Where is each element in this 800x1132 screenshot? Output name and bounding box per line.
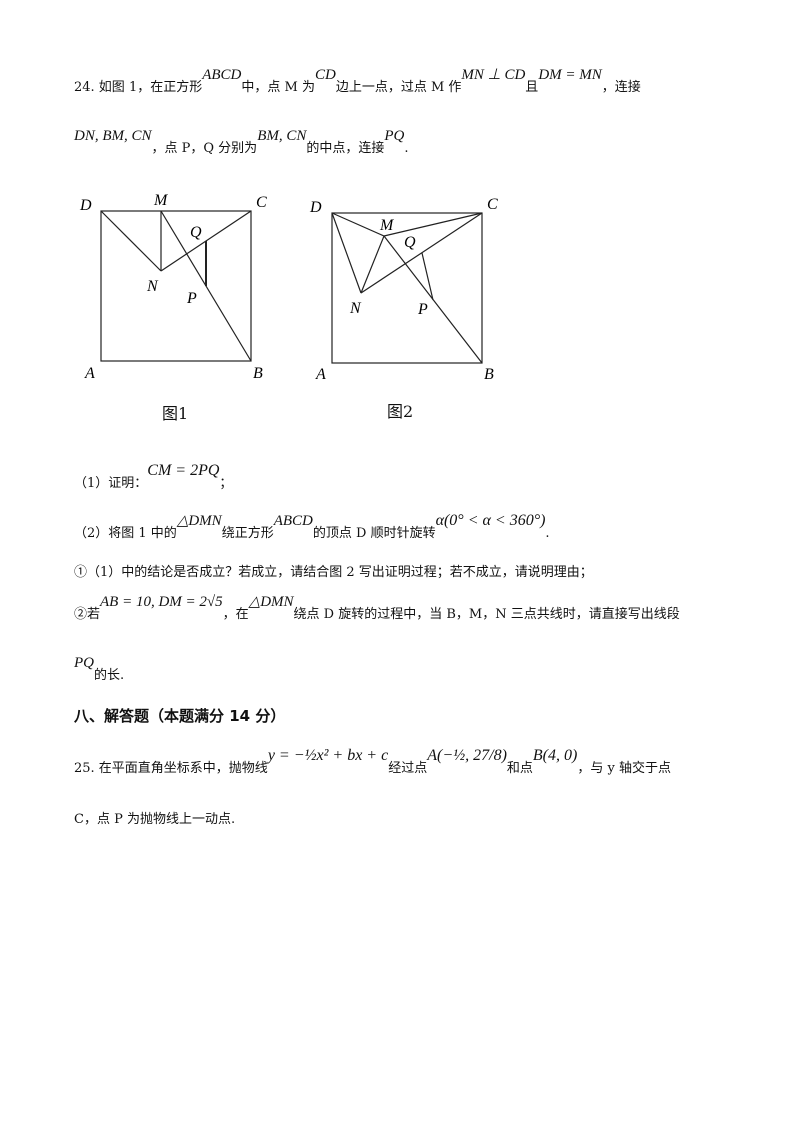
label-d: D: [309, 199, 322, 216]
math-expr: DN, BM, CN: [74, 128, 152, 144]
segment-dm: [331, 212, 385, 237]
math-expr: PQ: [74, 655, 94, 671]
segment-mn: [360, 235, 385, 294]
part-text: ；: [219, 476, 233, 491]
label-p: P: [417, 301, 428, 318]
math-expr: y = −½x² + bx + c: [267, 747, 389, 764]
label-a: A: [84, 365, 95, 382]
q24-text: 且: [525, 80, 539, 95]
q24-text: .: [404, 141, 409, 156]
q25-line2: C，点 P 为抛物线上一动点.: [74, 812, 236, 827]
figure-2-caption: 图2: [387, 402, 414, 421]
q24-line1: 24. 如图 1，在正方形ABCD中，点 M 为CD边上一点，过点 M 作MN …: [74, 67, 641, 96]
math-expr: MN ⊥ CD: [461, 67, 526, 83]
part-text: .: [545, 526, 550, 541]
label-d: D: [79, 197, 92, 214]
label-c: C: [487, 196, 498, 213]
figure-1-caption: 图1: [162, 404, 189, 423]
q24-text: ，连接: [601, 80, 641, 95]
part-text: （2）将图 1 中的: [74, 526, 177, 541]
square-abcd: [100, 210, 252, 362]
q25-text: 经过点: [388, 761, 428, 776]
math-expr: CM = 2PQ: [147, 462, 220, 479]
part-text: 的顶点 D 顺时针旋转: [312, 526, 436, 541]
part-text: ，在: [222, 607, 249, 622]
segment-pq: [421, 252, 434, 301]
q24-text: ，点 P，Q 分别为: [151, 141, 258, 156]
segment-dn: [331, 212, 362, 294]
segment-cn: [360, 212, 483, 294]
label-b: B: [253, 365, 263, 382]
math-expr: ABCD: [202, 67, 242, 83]
q24-text: 中，点 M 为: [241, 80, 315, 95]
q24-part1: （1）证明：CM = 2PQ；: [74, 462, 233, 492]
label-n: N: [349, 300, 362, 317]
q25-text: 25. 在平面直角坐标系中，抛物线: [74, 761, 268, 776]
label-b: B: [484, 366, 494, 383]
math-expr: AB = 10, DM = 2√5: [100, 594, 223, 610]
math-expr: PQ: [384, 128, 405, 144]
q24-sub2-cont: PQ的长.: [74, 655, 125, 684]
part-text: 绕点 D 旋转的过程中，当 B，M，N 三点共线时，请直接写出线段: [293, 607, 680, 622]
q24-text: 24. 如图 1，在正方形: [74, 80, 203, 95]
label-n: N: [146, 278, 159, 295]
part-text: 绕正方形: [221, 526, 274, 541]
segment-dn: [100, 210, 162, 272]
math-expr: BM, CN: [257, 128, 307, 144]
q24-text: 的中点，连接: [306, 141, 385, 156]
math-expr: B(4, 0): [532, 747, 578, 764]
segment-cm: [383, 212, 483, 237]
q25-line1: 25. 在平面直角坐标系中，抛物线y = −½x² + bx + c经过点A(−…: [74, 747, 671, 777]
q24-sub1: ①（1）中的结论是否成立？若成立，请结合图 2 写出证明过程；若不成立，请说明理…: [74, 565, 593, 580]
square-abcd: [331, 212, 483, 364]
label-p: P: [186, 290, 197, 307]
math-expr: DM = MN: [538, 67, 602, 83]
part-text: （1）证明：: [74, 476, 148, 491]
q24-text: 边上一点，过点 M 作: [335, 80, 462, 95]
figure-1: D M C Q N P A B: [79, 192, 267, 382]
figure-2: D M C Q N P A B: [309, 196, 498, 383]
q24-part2: （2）将图 1 中的△DMN绕正方形ABCD的顶点 D 顺时针旋转α(0° < …: [74, 512, 550, 542]
q25-text: 和点: [506, 761, 533, 776]
label-m: M: [153, 192, 169, 209]
label-m: M: [379, 217, 395, 234]
math-expr: α(0° < α < 360°): [435, 512, 546, 529]
section-heading: 八、解答题（本题满分 14 分）: [74, 707, 286, 725]
math-expr: △DMN: [248, 594, 294, 610]
part-text: 的长.: [94, 668, 125, 683]
q24-line2: DN, BM, CN，点 P，Q 分别为BM, CN的中点，连接PQ.: [74, 128, 409, 157]
math-expr: A(−½, 27/8): [427, 747, 507, 764]
part-text: ②若: [74, 607, 101, 622]
label-q: Q: [404, 234, 416, 251]
math-expr: △DMN: [176, 513, 222, 529]
q24-sub2: ②若AB = 10, DM = 2√5，在△DMN绕点 D 旋转的过程中，当 B…: [74, 594, 680, 623]
q25-text: ，与 y 轴交于点: [577, 761, 671, 776]
label-a: A: [315, 366, 326, 383]
label-c: C: [256, 194, 267, 211]
label-q: Q: [190, 224, 202, 241]
math-expr: CD: [314, 67, 336, 83]
math-expr: ABCD: [273, 513, 313, 529]
